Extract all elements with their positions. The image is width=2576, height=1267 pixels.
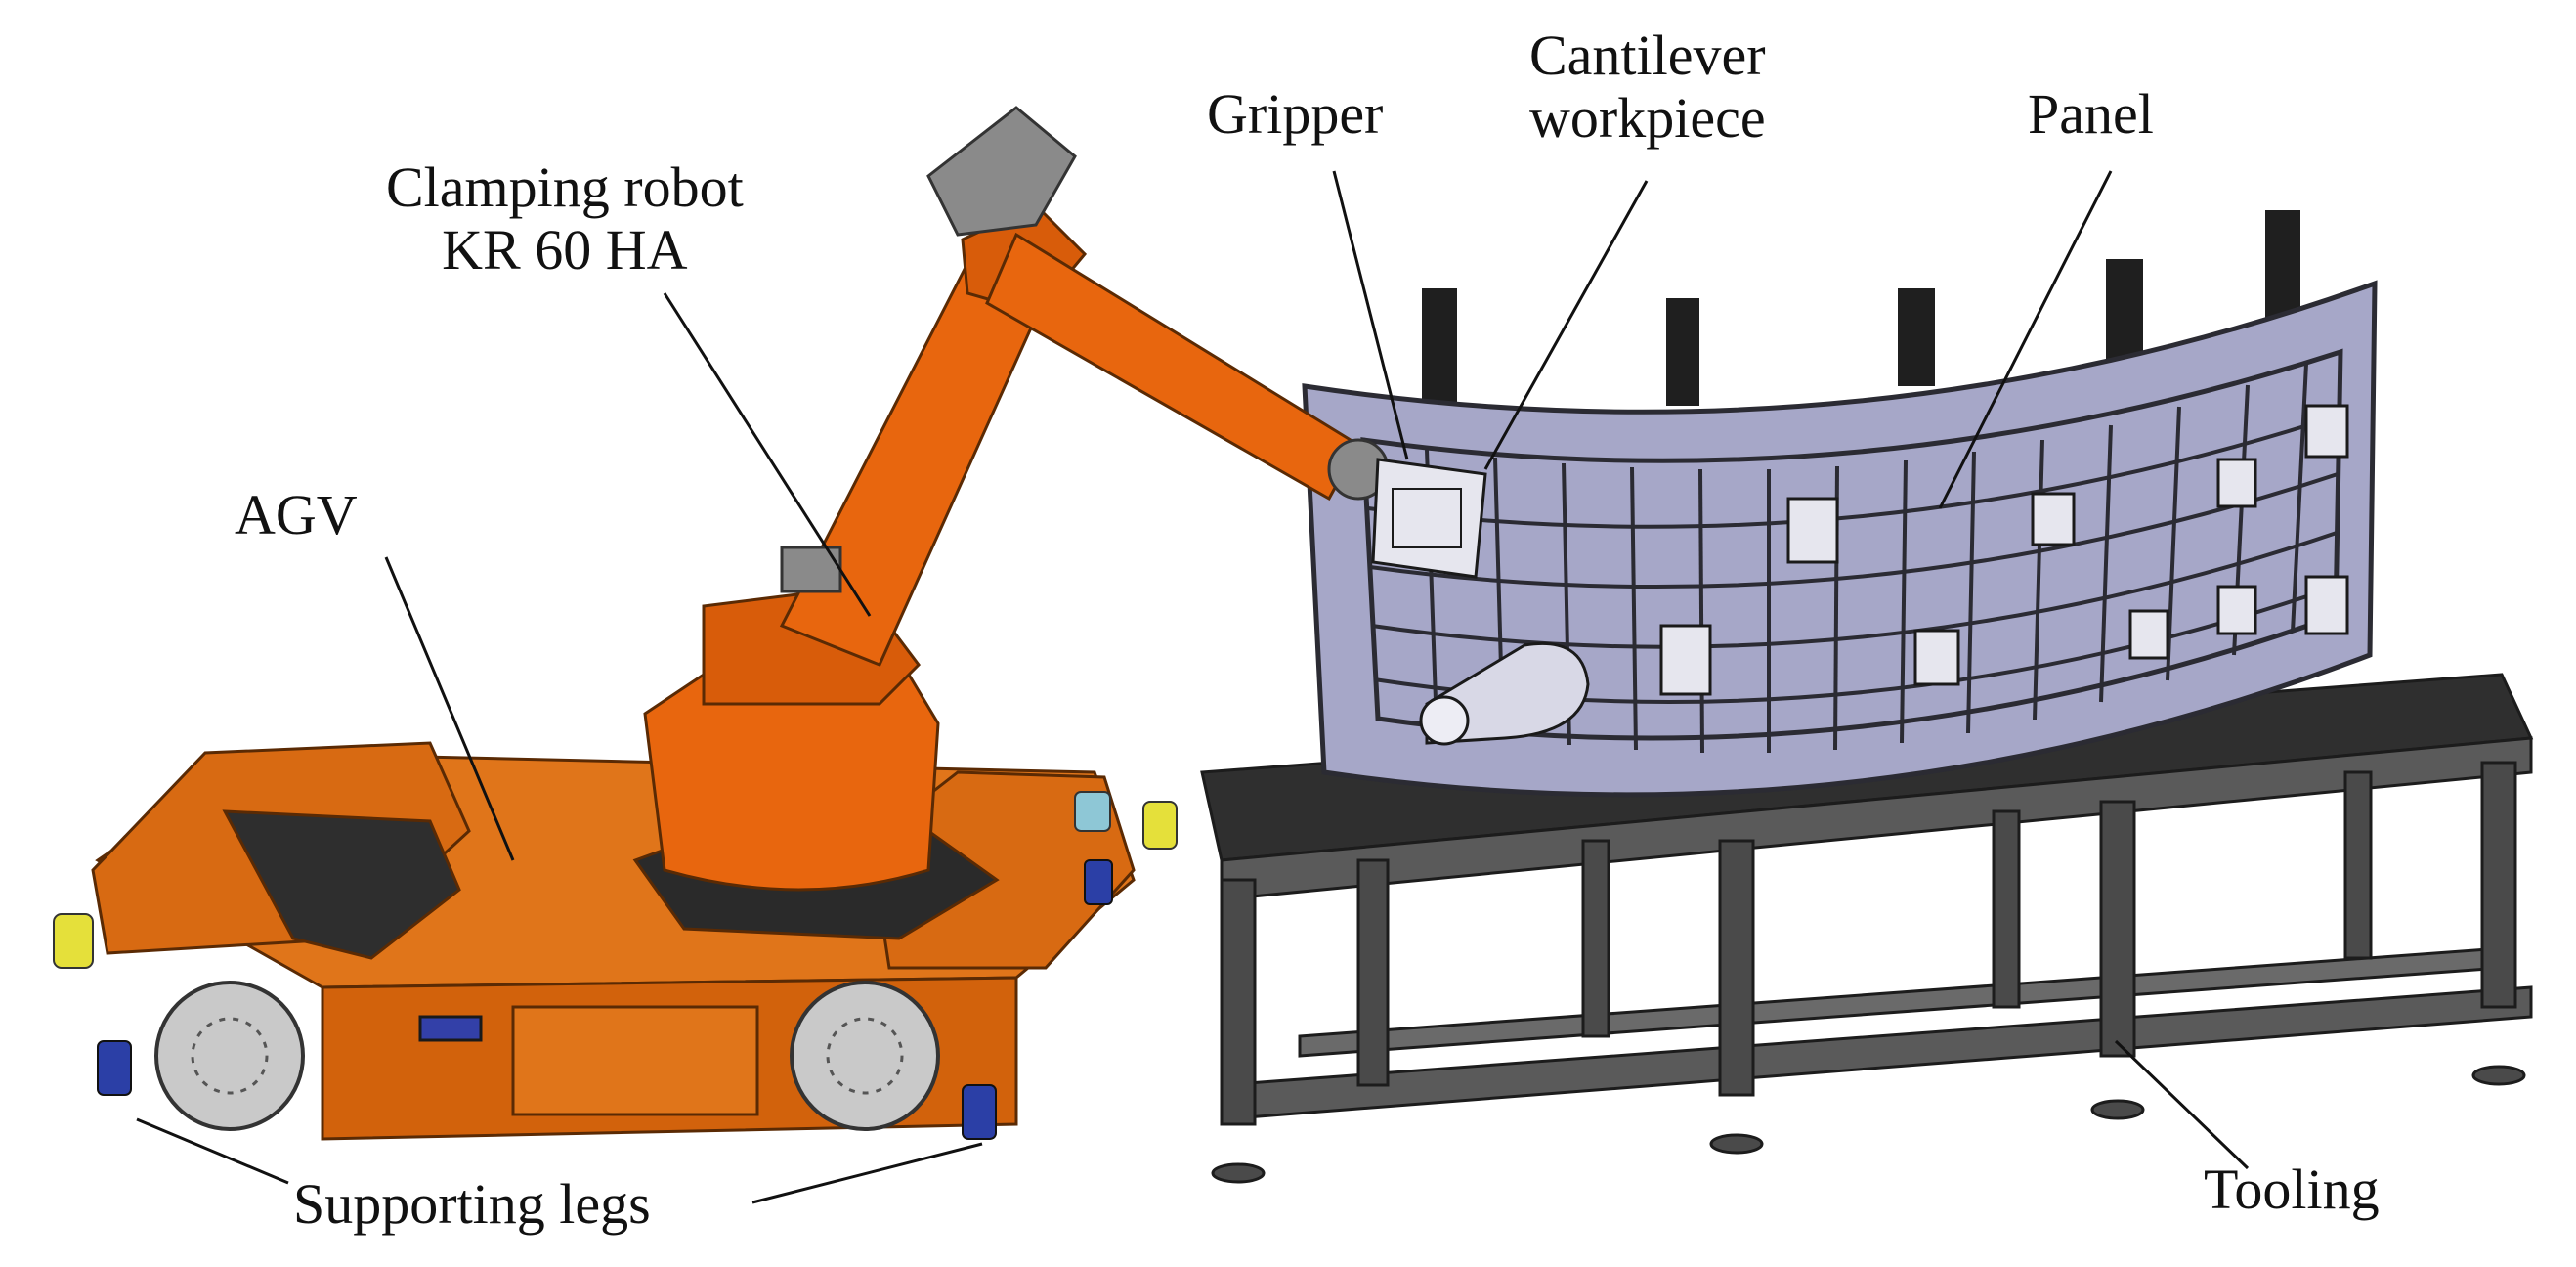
panel-fixture [2031,492,2076,546]
label-tooling: Tooling [2204,1158,2380,1221]
leader-line-clamping-robot [663,292,872,617]
panel-fixture [2216,458,2257,508]
agv-cable-chain [222,809,461,960]
tooling-foot [1211,1162,1266,1184]
panel-post [1898,288,1935,386]
label-clamping-robot: Clamping robot KR 60 HA [386,156,744,282]
supporting-leg [97,1040,132,1096]
gripper-body [1371,458,1487,579]
panel-post [1666,298,1699,406]
panel-fixture [2216,585,2257,635]
scanner [53,913,94,969]
label-clamping-line1: Clamping robot [386,155,744,219]
agv-right-housing [868,770,1136,970]
supporting-leg [1084,859,1113,905]
tooling-leg [1220,878,1257,1126]
tooling-foot [2090,1099,2145,1120]
label-gripper: Gripper [1207,82,1384,146]
panel [1302,210,2378,798]
leader-line-tooling [2114,1039,2250,1170]
tooling-leg [1356,858,1390,1087]
label-cantilever-line2: workpiece [1529,86,1766,150]
clamping-robot [643,106,1390,892]
tooling-leg [2099,800,2136,1058]
tooling-leg [2343,770,2373,960]
panel-post [2106,259,2143,367]
tooling-leg [1992,809,2021,1009]
scanner [1142,801,1178,850]
label-cantilever-line1: Cantilever [1529,23,1766,87]
tooling-leg [2480,761,2517,1009]
panel-fixture [2128,609,2169,660]
panel-fixture [1786,497,1839,564]
label-agv: AGV [235,483,358,546]
agv-display [418,1015,483,1042]
label-clamping-line2: KR 60 HA [442,218,688,282]
leader-line-panel [1938,170,2113,509]
robot-base [643,673,940,892]
agv-wheel-right [790,981,940,1131]
tooling-frame [1200,673,2534,1184]
agv-supporting-legs [97,859,1113,1140]
robot-top-cap [926,106,1077,237]
scanner [1074,791,1111,832]
gripper [1371,458,1487,579]
leader-lines [136,170,2250,1204]
label-cantilever-workpiece: Cantilever workpiece [1529,24,1766,150]
leader-line-cantilever [1483,180,1649,470]
cantilever-workpiece-hub [1419,695,1470,746]
agv-wheels [154,981,940,1131]
panel-fixture [2304,404,2349,459]
supporting-leg [962,1084,997,1140]
tooling-leg [1718,839,1755,1097]
tooling-foot [2471,1065,2526,1086]
leader-line-legs-left [136,1117,289,1185]
tooling-foot [1709,1133,1764,1155]
leader-line-agv [384,556,515,861]
robot-upper-arm [985,232,1360,502]
panel-fixture [1913,629,1960,686]
agv-wheel-left [154,981,305,1131]
agv [91,741,1136,1141]
agv-door [511,1005,759,1116]
leader-line-gripper [1332,170,1409,460]
leader-line-legs-right [751,1142,983,1204]
tooling-leg [1581,839,1610,1038]
label-supporting-legs: Supporting legs [293,1172,651,1236]
panel-fixture [1659,624,1712,696]
panel-fixture [2304,575,2349,635]
agv-scanners [53,791,1178,969]
panel-post [1422,288,1457,415]
label-panel: Panel [2028,82,2154,146]
